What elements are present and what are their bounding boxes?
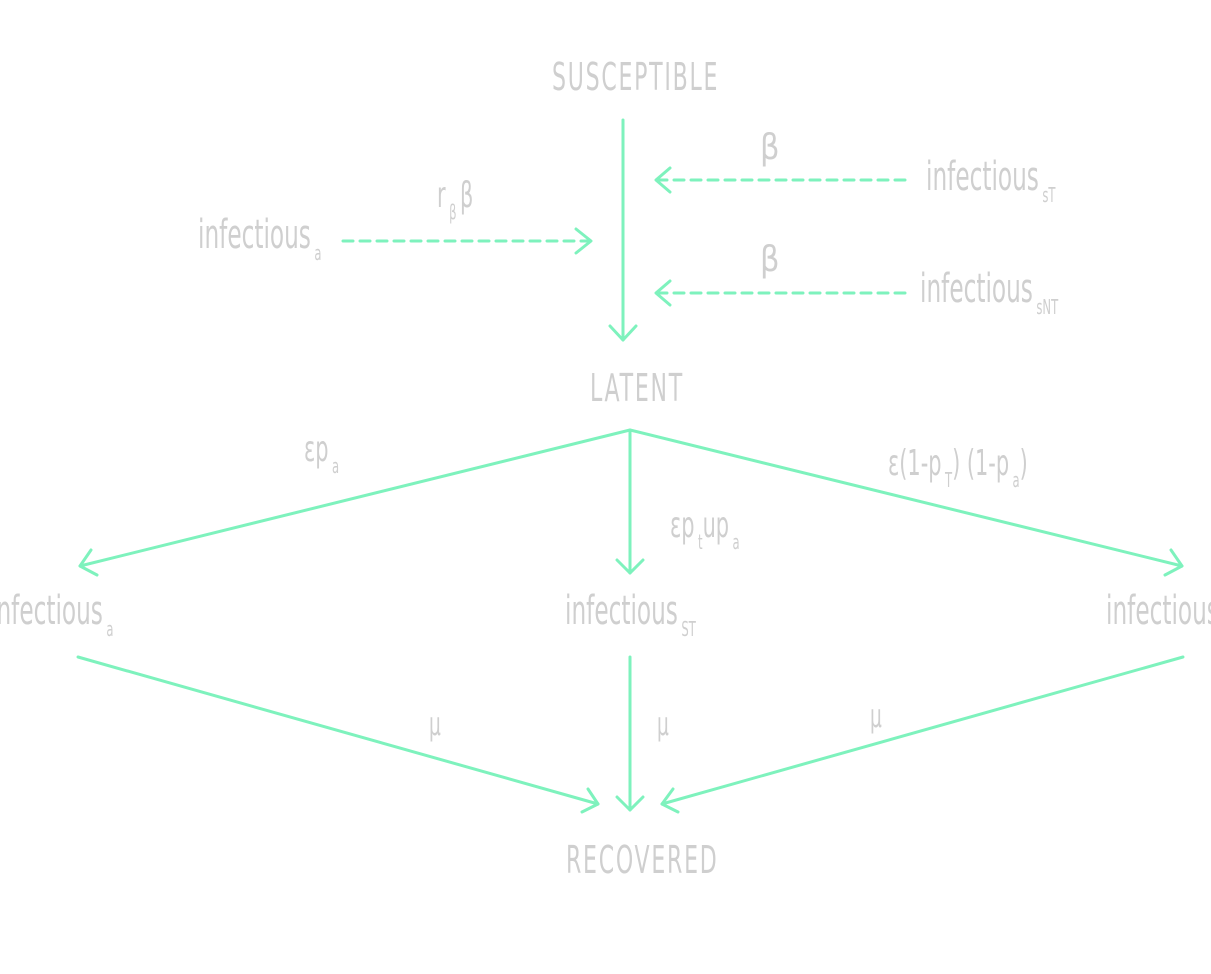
rate-eps-st-mid: up [702, 505, 730, 546]
arrowhead-latent-st [615, 558, 645, 575]
arrowhead-snt-recovered [660, 787, 680, 814]
rate-rbeta-r: r [437, 175, 446, 216]
source-st-sub: sT [1042, 183, 1056, 207]
arrowhead-snt-source [654, 279, 672, 307]
source-snt-sub: sNT [1036, 295, 1059, 319]
rate-eps-snt-sub1: T [944, 468, 953, 492]
rate-mu-snt: μ [870, 697, 882, 735]
rate-beta-st: β [760, 127, 780, 168]
node-snt-name: infectious [1106, 588, 1211, 634]
arrow-asym-recovered [76, 655, 600, 806]
arrow-layer [76, 118, 1185, 814]
rate-eps-snt-post: ) [1019, 443, 1028, 484]
rate-rbeta-sub: β [449, 200, 457, 224]
arrowhead-st-source [654, 166, 672, 194]
rate-mu-st: μ [657, 705, 669, 743]
arrow-latent-snt [628, 428, 1184, 568]
rate-eps-snt-sub2: a [1012, 468, 1020, 492]
node-asym-name: infectious [0, 588, 103, 634]
arrowhead-latent-asym [78, 548, 99, 577]
arrowhead-asym-recovered [580, 787, 600, 814]
rate-beta-snt: β [760, 239, 780, 280]
arrow-latent-asym [78, 428, 632, 568]
rate-mu-asym: μ [429, 705, 441, 743]
node-susceptible: SUSCEPTIBLE [552, 55, 720, 99]
rate-eps-pa-main: εp [304, 429, 329, 470]
node-recovered: RECOVERED [566, 838, 719, 882]
source-st-name: infectious [926, 154, 1039, 200]
source-snt-name: infectious [920, 266, 1033, 312]
source-asym-name: infectious [198, 212, 311, 258]
arrowhead-latent-snt [1163, 548, 1184, 577]
rate-eps-st-sub2: a [732, 530, 740, 554]
node-st-sub: ST [681, 617, 696, 641]
node-asym-sub: a [106, 617, 114, 641]
node-infectious-symptomatic-not-tested: infectious [1106, 591, 1211, 639]
node-latent: LATENT [590, 366, 684, 410]
rate-eps-snt-mid: ) (1-p [952, 443, 1010, 484]
rate-eps-st-sub1: t [698, 530, 703, 554]
source-asym-sub: a [314, 241, 322, 265]
arrowhead-susceptible-latent [608, 324, 638, 342]
node-st-name: infectious [565, 588, 678, 634]
rate-eps-pa-sub: a [332, 454, 340, 478]
arrowhead-asym-source [574, 227, 593, 255]
rate-eps-st-main: εp [670, 505, 695, 546]
rate-eps-snt-pre: ε(1-p [888, 443, 942, 484]
arrow-snt-recovered [660, 655, 1185, 806]
arrowhead-st-recovered [615, 795, 645, 812]
rate-rbeta-beta: β [459, 175, 474, 216]
